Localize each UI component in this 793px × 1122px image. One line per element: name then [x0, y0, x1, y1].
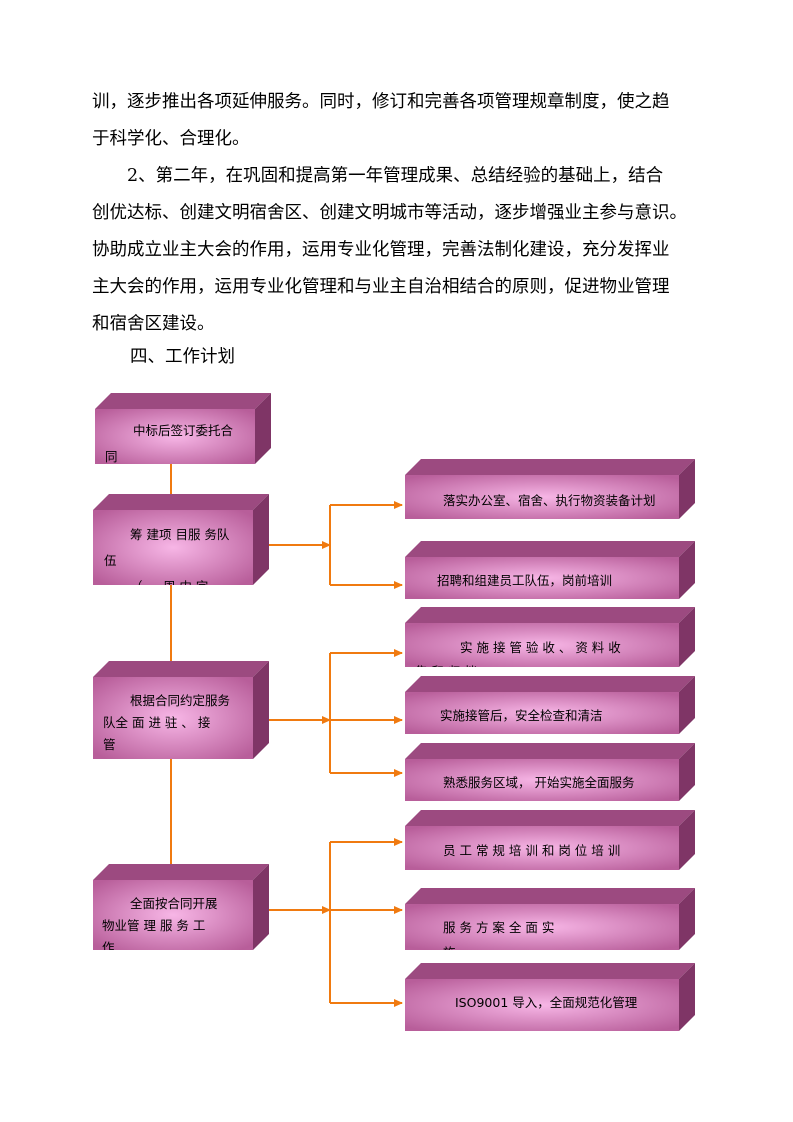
right-box-safety: 实施接管后，安全检查和清洁	[405, 676, 695, 734]
right-box-area-side-face	[679, 743, 695, 801]
left-box-team-side-face	[253, 494, 269, 585]
section-heading: 四、工作计划	[130, 347, 235, 367]
left-box-team-top-face	[93, 494, 269, 510]
right-box-iso-front-face	[405, 979, 679, 1031]
right-box-accept-label-line-1: 实 施 接 管 验 收 、 资 料 收	[460, 640, 621, 655]
paragraph-2-line-5: 和宿舍区建设。	[92, 314, 215, 334]
right-box-accept-top-face	[405, 607, 695, 623]
left-box-service-label-line-2: 物业管 理 服 务 工	[102, 918, 205, 933]
left-box-contract-label-line-2: 同	[105, 449, 118, 464]
right-box-accept-side-face	[679, 607, 695, 667]
paragraph-2-line-1: 2、第二年，在巩固和提高第一年管理成果、总结经验的基础上，结合	[92, 166, 664, 186]
right-box-office-top-face	[405, 459, 695, 475]
left-box-team-label-line-3: （ 一 周 内 完	[130, 579, 208, 594]
right-box-office: 落实办公室、宿舍、执行物资装备计划	[405, 459, 695, 519]
left-box-service-side-face	[253, 864, 269, 950]
left-box-team-front-face	[93, 510, 253, 585]
right-box-training: 员 工 常 规 培 训 和 岗 位 培 训	[405, 810, 695, 870]
right-box-training-top-face	[405, 810, 695, 826]
paragraph-2: 2、第二年，在巩固和提高第一年管理成果、总结经验的基础上，结合 创优达标、创建文…	[92, 158, 705, 343]
right-box-plan: 服 务 方 案 全 面 实施	[405, 888, 695, 960]
left-box-team-label-line-2: 伍	[104, 553, 117, 568]
left-box-contract-top-face	[95, 393, 271, 409]
right-box-training-side-face	[679, 810, 695, 870]
left-box-service-front-face	[93, 880, 253, 950]
right-box-iso-top-face	[405, 963, 695, 979]
right-box-accept-front-face	[405, 623, 679, 667]
right-box-office-label-line-1: 落实办公室、宿舍、执行物资装备计划	[443, 493, 656, 508]
paragraph-2-line-2: 创优达标、创建文明宿舍区、创建文明城市等活动，逐步增强业主参与意识。	[92, 203, 687, 223]
right-box-plan-front-face	[405, 904, 679, 950]
paragraph-2-line-4: 主大会的作用，运用专业化管理和与业主自治相结合的原则，促进物业管理	[92, 277, 670, 297]
right-box-area: 熟悉服务区域， 开始实施全面服务	[405, 743, 695, 801]
right-box-iso-side-face	[679, 963, 695, 1031]
left-box-takeover-top-face	[93, 661, 269, 677]
right-box-plan-label-line-2: 施	[443, 945, 456, 960]
right-box-recruit-top-face	[405, 541, 695, 557]
right-box-area-front-face	[405, 759, 679, 801]
right-box-recruit-label-line-1: 招聘和组建员工队伍，岗前培训	[437, 573, 612, 588]
right-box-safety-side-face	[679, 676, 695, 734]
right-box-iso: ISO9001 导入，全面规范化管理	[405, 963, 695, 1031]
right-box-plan-side-face	[679, 888, 695, 950]
right-box-office-side-face	[679, 459, 695, 519]
right-box-training-label-line-1: 员 工 常 规 培 训 和 岗 位 培 训	[443, 843, 620, 858]
right-box-safety-front-face	[405, 692, 679, 734]
left-box-team: 筹 建项 目服 务队伍 （ 一 周 内 完	[93, 494, 269, 594]
right-box-accept-label-line-2: 集 和 归 档	[415, 664, 477, 679]
right-box-safety-top-face	[405, 676, 695, 692]
paragraph-2-line-3: 协助成立业主大会的作用，运用专业化管理，完善法制化建设，充分发挥业	[92, 240, 670, 260]
left-box-contract-side-face	[255, 393, 271, 464]
left-box-takeover-side-face	[253, 661, 269, 759]
right-box-recruit: 招聘和组建员工队伍，岗前培训	[405, 541, 695, 599]
right-box-plan-label-line-1: 服 务 方 案 全 面 实	[443, 920, 554, 935]
left-box-takeover-label-line-1: 根据合同约定服务	[130, 693, 230, 708]
left-box-takeover-front-face	[93, 677, 253, 759]
paragraph-1: 训，逐步推出各项延伸服务。同时，修订和完善各项管理规章制度，使之趋 于科学化、合…	[92, 84, 705, 158]
right-box-area-top-face	[405, 743, 695, 759]
right-box-recruit-front-face	[405, 557, 679, 599]
right-box-plan-top-face	[405, 888, 695, 904]
flow-connectors	[167, 464, 403, 1007]
right-box-recruit-side-face	[679, 541, 695, 599]
left-box-service-label-line-3: 作	[102, 940, 115, 955]
right-box-iso-label-line-1: ISO9001 导入，全面规范化管理	[455, 995, 638, 1010]
right-box-accept: 实 施 接 管 验 收 、 资 料 收集 和 归 档	[405, 607, 695, 679]
right-box-safety-label-line-1: 实施接管后，安全检查和清洁	[440, 708, 603, 723]
paragraph-1-line-1: 训，逐步推出各项延伸服务。同时，修订和完善各项管理规章制度，使之趋	[92, 92, 670, 112]
left-box-takeover-label-line-2: 队全 面 进 驻 、 接	[103, 715, 211, 730]
paragraph-1-line-2: 于科学化、合理化。	[92, 129, 250, 149]
left-box-team-label-line-1: 筹 建项 目服 务队	[130, 527, 230, 542]
left-box-contract-label-line-1: 中标后签订委托合	[133, 423, 234, 438]
right-box-area-label-line-1: 熟悉服务区域， 开始实施全面服务	[443, 775, 634, 790]
left-box-contract-front-face	[95, 409, 255, 464]
left-box-takeover-label-line-3: 管	[103, 737, 116, 752]
right-box-training-front-face	[405, 826, 679, 870]
right-box-office-front-face	[405, 475, 679, 519]
left-box-service-top-face	[93, 864, 269, 880]
left-box-service-label-line-1: 全面按合同开展	[130, 896, 218, 911]
